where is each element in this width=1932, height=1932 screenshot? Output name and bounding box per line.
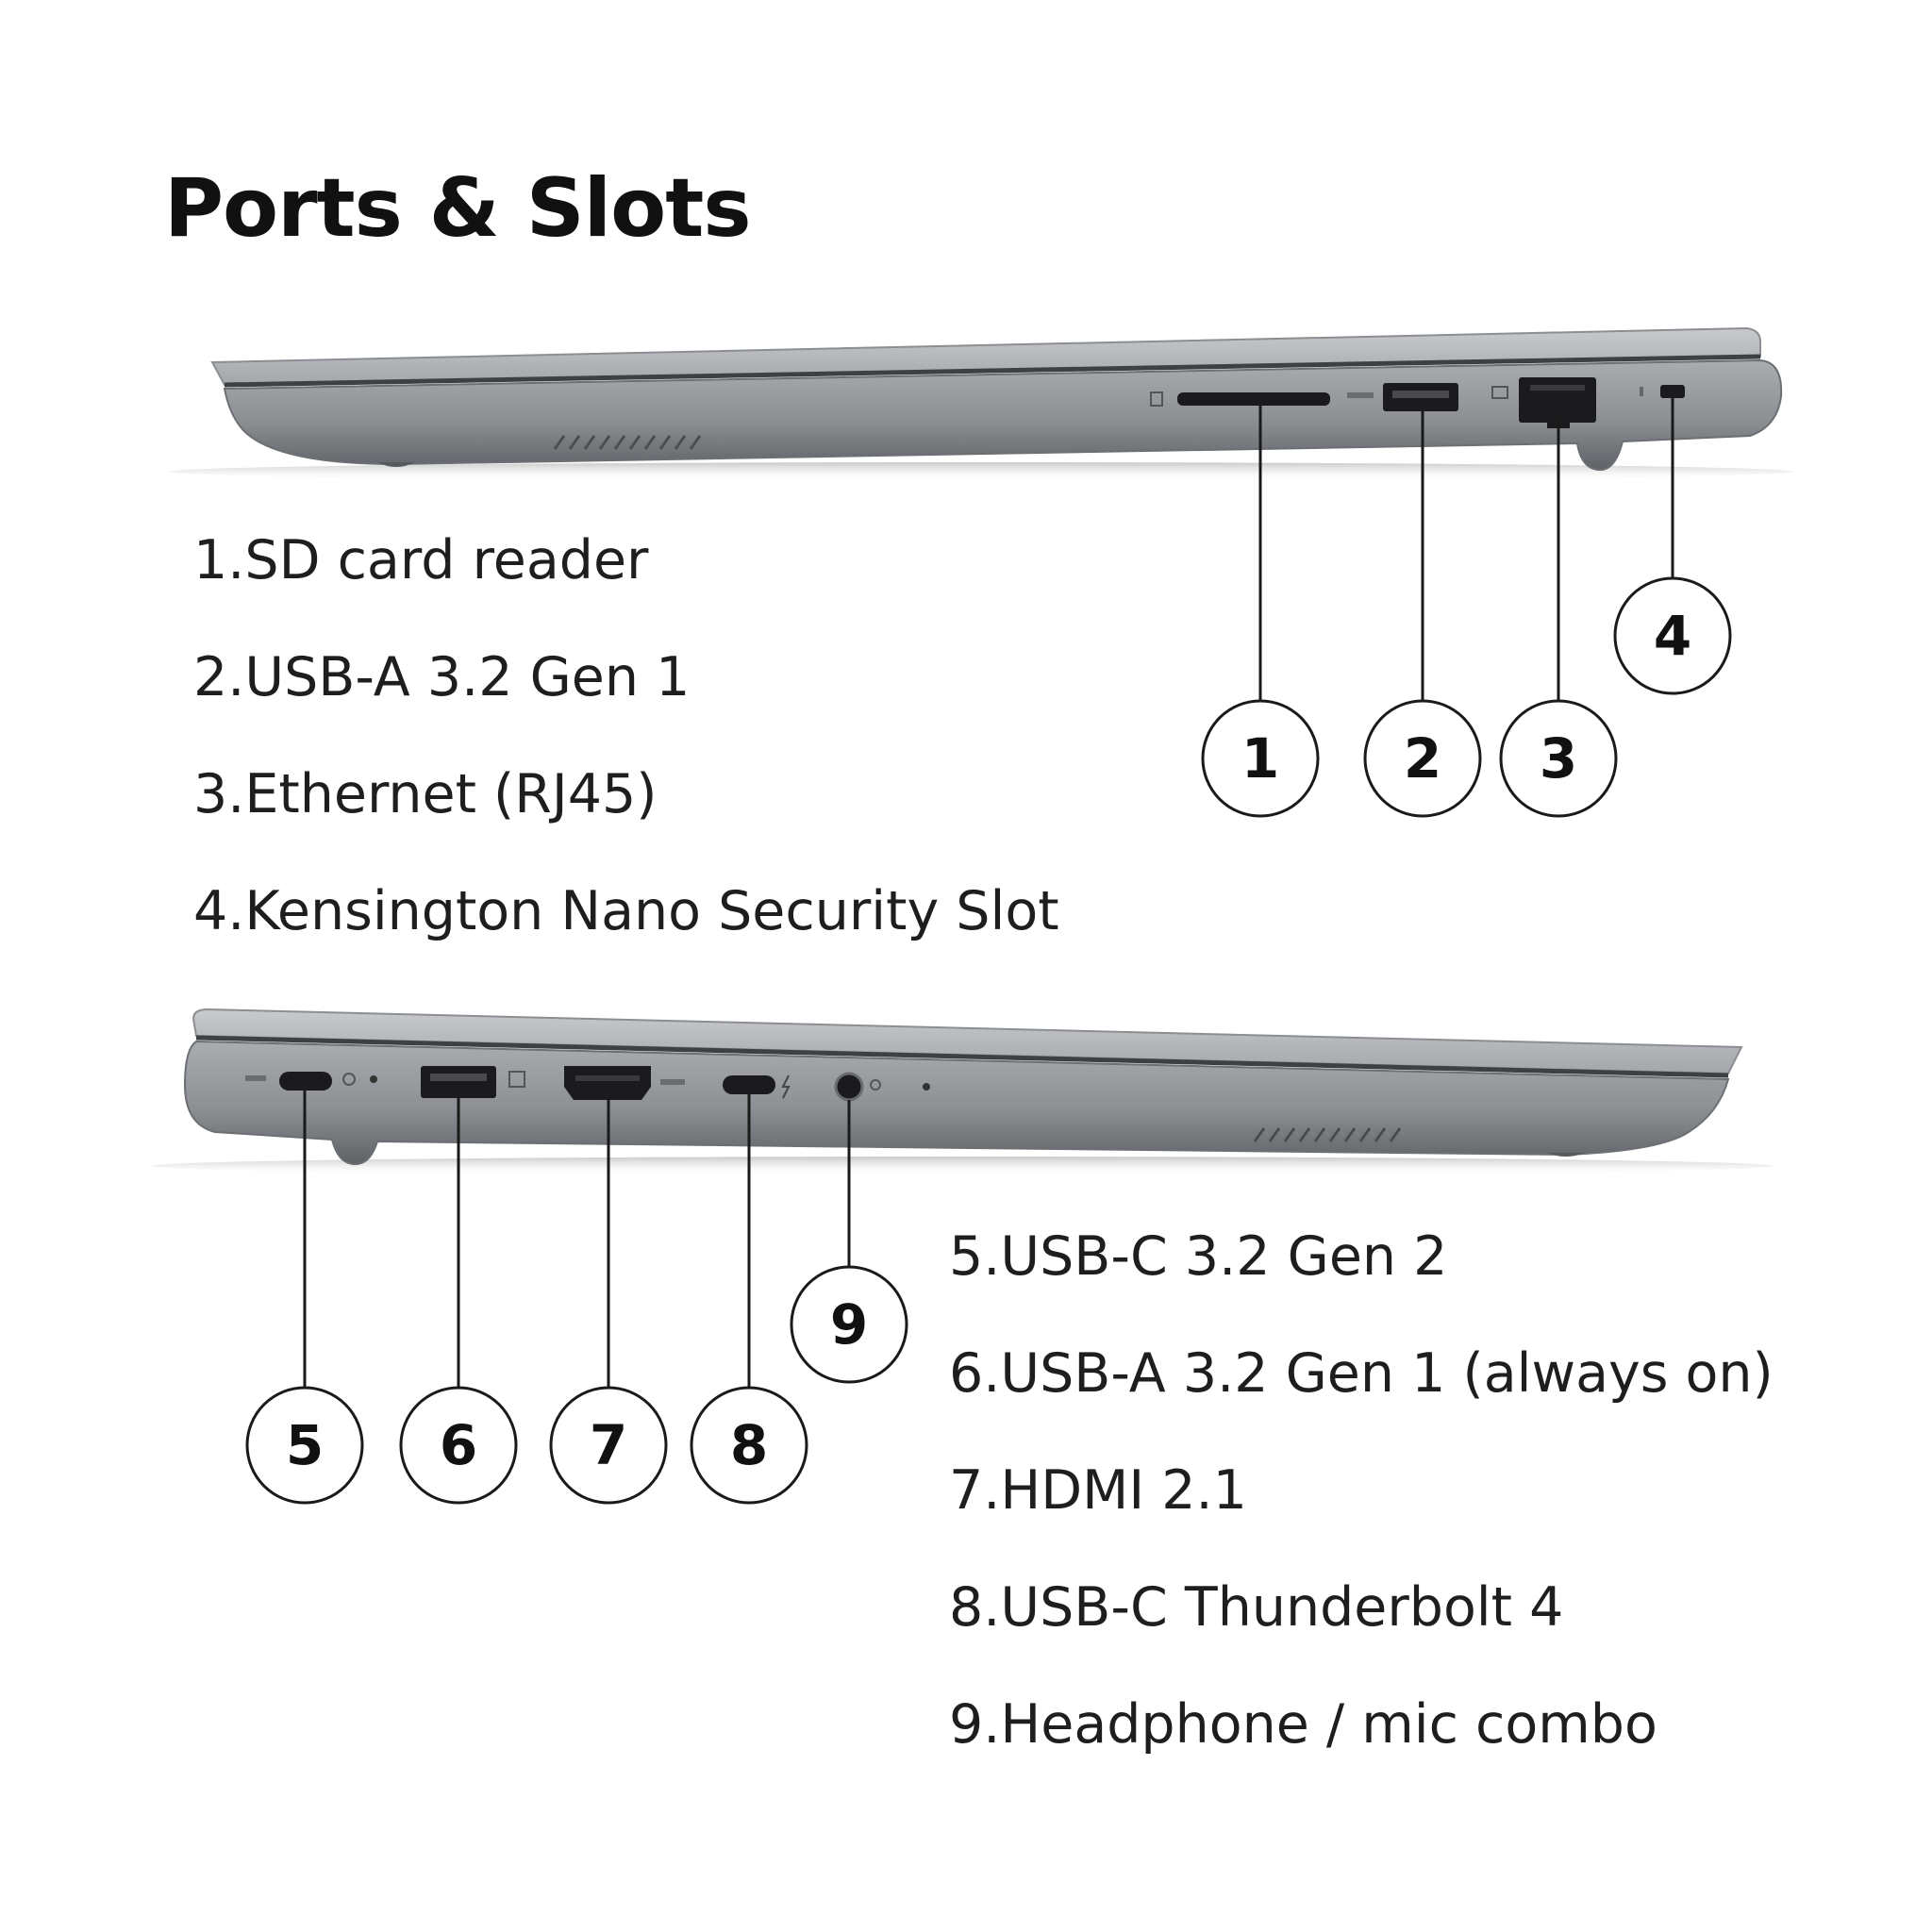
callout-6: 6	[399, 1386, 518, 1505]
callout-3-number: 3	[1540, 726, 1577, 791]
port-label-thunderbolt: 8.USB-C Thunderbolt 4	[949, 1576, 1564, 1639]
usb-a-always-on-port-icon	[421, 1066, 525, 1098]
callout-4: 4	[1613, 576, 1732, 695]
port-label-usb-c-gen2: 5.USB-C 3.2 Gen 2	[949, 1225, 1448, 1288]
callout-5: 5	[245, 1386, 364, 1505]
hdmi-port-icon	[564, 1066, 685, 1100]
top-laptop-body	[170, 326, 1792, 481]
port-label-sd-card-reader: 1.SD card reader	[193, 529, 649, 591]
callout-1: 1	[1201, 699, 1320, 818]
callout-1-number: 1	[1241, 726, 1279, 791]
thunderbolt-port-icon	[723, 1074, 791, 1099]
kensington-slot-icon	[1640, 385, 1685, 398]
callout-2: 2	[1363, 699, 1482, 818]
port-label-usb-a-always-on: 6.USB-A 3.2 Gen 1 (always on)	[949, 1342, 1774, 1405]
callout-5-number: 5	[286, 1413, 324, 1477]
callout-3: 3	[1499, 699, 1618, 818]
port-label-kensington: 4.Kensington Nano Security Slot	[193, 880, 1059, 942]
callout-9: 9	[790, 1265, 908, 1384]
callout-7-number: 7	[590, 1413, 627, 1477]
callout-6-number: 6	[440, 1413, 477, 1477]
sd-card-slot-icon	[1150, 391, 1330, 407]
callout-9-number: 9	[830, 1292, 868, 1357]
callout-7: 7	[549, 1386, 668, 1505]
callout-8: 8	[690, 1386, 808, 1505]
page-title: Ports & Slots	[164, 161, 752, 256]
port-label-headphone-mic: 9.Headphone / mic combo	[949, 1693, 1657, 1756]
callout-2-number: 2	[1404, 726, 1441, 791]
usb-c-port-icon	[245, 1072, 377, 1091]
top-leader-lines	[1258, 398, 1674, 700]
bottom-leader-lines	[303, 1091, 851, 1387]
port-label-usb-a: 2.USB-A 3.2 Gen 1	[193, 646, 691, 708]
port-label-ethernet: 3.Ethernet (RJ45)	[193, 763, 658, 825]
callout-8-number: 8	[730, 1413, 768, 1477]
port-label-hdmi: 7.HDMI 2.1	[949, 1459, 1247, 1522]
callout-4-number: 4	[1654, 604, 1691, 668]
bottom-laptop-body	[151, 1008, 1774, 1175]
usb-a-port-icon	[1347, 383, 1458, 411]
